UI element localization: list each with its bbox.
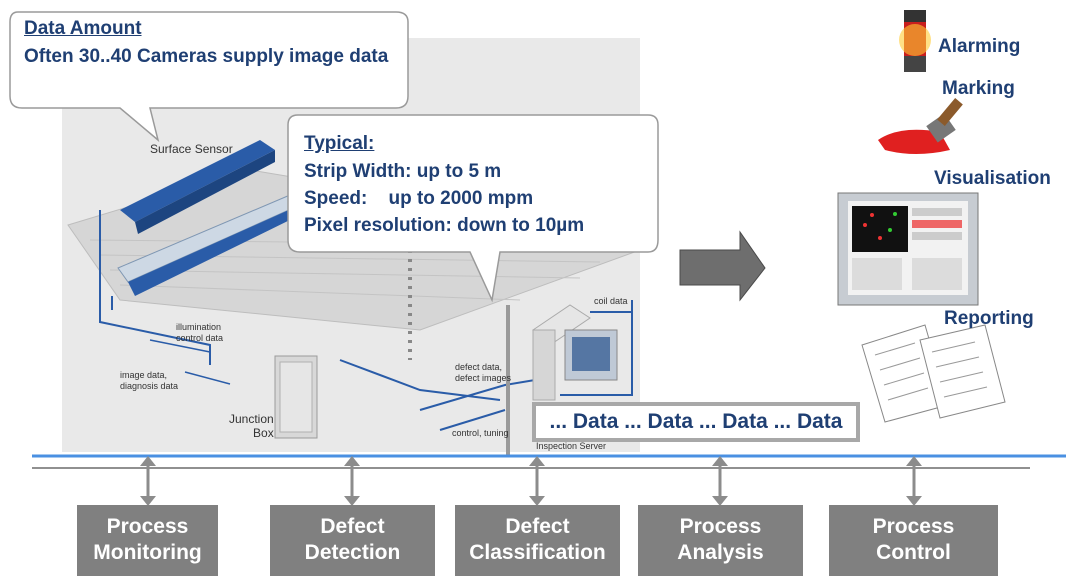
reporting-label: Reporting [944,308,1034,329]
data-arrows [149,339,231,385]
coil-data-label: coil data [594,296,628,306]
typical-title: Typical: [304,133,375,154]
alarming-label: Alarming [938,36,1021,57]
data-amount-callout [9,11,409,143]
typical-strip-width: Strip Width: up to 5 m [304,161,502,182]
typical-specs-callout [287,114,659,303]
typical-speed: Speed: up to 2000 mpm [304,188,534,209]
visualisation-monitor-icon [837,192,979,306]
cabling [99,210,633,431]
inspection-server-label: Inspection Server [536,441,607,451]
big-right-arrow [679,230,766,302]
data-amount-text: Often 30..40 Cameras supply image data [24,46,389,67]
bus-arrows [140,456,922,506]
surface-sensor-camera [120,140,275,234]
surface-sensor-label: Surface Sensor [150,142,233,156]
image-data-label: image data,diagnosis data [120,370,179,391]
data-amount-title: Data Amount [24,18,142,39]
junction-box-cabinet [274,355,318,439]
visualisation-label: Visualisation [934,168,1051,189]
data-stream-bar: ... Data ... Data ... Data ... Data [532,402,860,442]
control-tuning-label: control, tuning [452,428,509,438]
report-documents-icon [861,324,1006,423]
typical-pixel-resolution: Pixel resolution: down to 10µm [304,215,585,236]
defect-data-label: defect data,defect images [455,362,512,383]
alarm-light-icon [899,10,931,72]
marking-label: Marking [942,78,1015,99]
inspection-server-computer [532,304,618,401]
paint-brush-icon [878,98,963,154]
